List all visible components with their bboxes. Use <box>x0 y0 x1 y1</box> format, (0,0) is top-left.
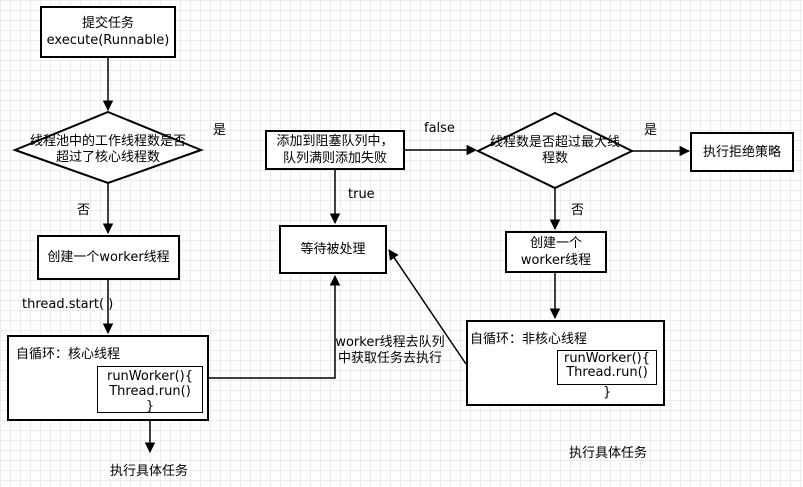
submit-task-call: execute(Runnable) <box>46 33 170 48</box>
edge-noncore-loop-to-waiting <box>388 249 467 365</box>
enqueue-line1: 添加到阻塞队列中， <box>276 134 394 149</box>
max-check-label: 线程数是否超过最大线 程数 <box>484 134 626 168</box>
edge-core-loop-to-waiting <box>209 274 341 379</box>
core-execute-label: 执行具体任务 <box>110 464 189 479</box>
core-check-label: 线程池中的工作线程数是否 超过了核心线程数 <box>15 130 201 170</box>
core-inner-line1: runWorker(){ <box>106 369 194 384</box>
noncore-inner-line1: runWorker(){ <box>563 351 651 366</box>
worker-fetch-line1: worker线程去队列 <box>335 335 445 350</box>
core-check-line2: 超过了核心线程数 <box>55 150 160 165</box>
core-yes-label: 是 <box>213 123 227 138</box>
core-run-worker-box: runWorker(){ Thread.run() } <box>97 366 203 414</box>
reject-policy-node: 执行拒绝策略 <box>690 132 794 172</box>
core-inner-line2: Thread.run() <box>109 384 191 399</box>
decision-max-diamond <box>475 111 635 190</box>
enqueue-node: 添加到阻塞队列中， 队列满则添加失败 <box>265 130 405 170</box>
create-noncore-line2: worker线程 <box>520 253 592 268</box>
create-core-worker-node: 创建一个worker线程 <box>37 235 180 280</box>
core-check-line1: 线程池中的工作线程数是否 <box>29 134 186 149</box>
noncore-loop-title: 自循环：非核心线程 <box>470 332 588 347</box>
reject-policy-label: 执行拒绝策略 <box>702 144 781 160</box>
submit-task-node: 提交任务 execute(Runnable) <box>40 6 176 58</box>
create-noncore-line1: 创建一个 <box>529 236 582 251</box>
noncore-execute-label: 执行具体任务 <box>569 446 648 461</box>
max-check-line2: 程数 <box>541 151 568 166</box>
thread-start-label: thread.start( ) <box>22 297 114 312</box>
enqueue-line2: 队列满则添加失败 <box>282 151 387 166</box>
core-loop-title: 自循环：核心线程 <box>16 347 121 362</box>
waiting-label: 等待被处理 <box>300 242 366 257</box>
max-check-line1: 线程数是否超过最大线 <box>489 135 620 150</box>
waiting-node: 等待被处理 <box>279 225 387 274</box>
core-inner-line3: } <box>145 399 155 414</box>
submit-task-title: 提交任务 <box>81 16 134 31</box>
decision-core-diamond <box>12 110 204 185</box>
worker-fetch-line2: 中获取任务去执行 <box>337 351 442 366</box>
max-no-label: 否 <box>571 203 585 218</box>
noncore-inner-close: } <box>603 385 612 400</box>
create-core-worker-label: 创建一个worker线程 <box>47 250 170 265</box>
queue-true-label: true <box>348 187 375 202</box>
noncore-inner-line2: Thread.run() <box>566 365 648 380</box>
create-noncore-worker-node: 创建一个 worker线程 <box>505 231 607 273</box>
queue-false-label: false <box>424 121 455 136</box>
noncore-run-worker-box: runWorker(){ Thread.run() <box>557 350 657 385</box>
core-no-label: 否 <box>77 203 91 218</box>
max-yes-label: 是 <box>644 123 658 138</box>
worker-fetch-label: worker线程去队列 中获取任务去执行 <box>333 334 447 368</box>
